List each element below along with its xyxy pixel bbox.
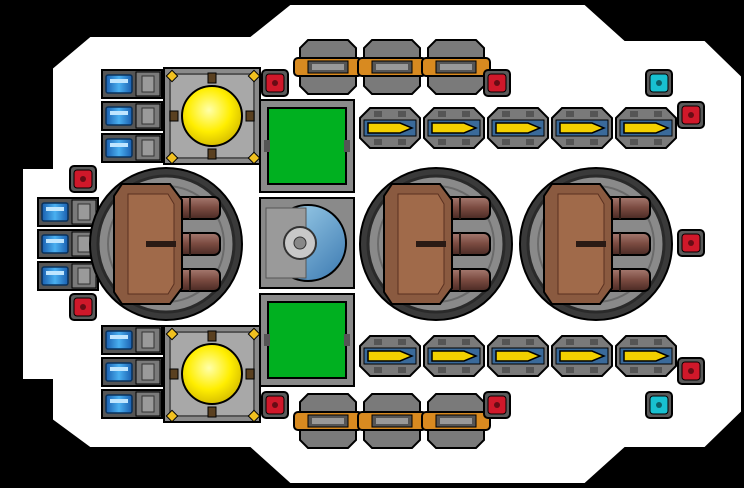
reactor-group bbox=[163, 67, 261, 423]
thruster-module[interactable] bbox=[37, 197, 99, 227]
thruster-module[interactable] bbox=[101, 325, 163, 355]
cyan-sensor-node[interactable] bbox=[645, 391, 673, 419]
missile-launcher-module[interactable] bbox=[359, 107, 421, 149]
missile-launcher-module[interactable] bbox=[359, 335, 421, 377]
thruster-module[interactable] bbox=[37, 229, 99, 259]
cannon-turret-module[interactable] bbox=[89, 167, 243, 321]
cockpit-group bbox=[259, 197, 355, 289]
red-shield-node[interactable] bbox=[261, 391, 289, 419]
red-shield-node[interactable] bbox=[677, 357, 705, 385]
thruster-group bbox=[37, 69, 163, 419]
missile-launcher-module[interactable] bbox=[615, 107, 677, 149]
cyan-sensor-node[interactable] bbox=[645, 69, 673, 97]
red-shield-node[interactable] bbox=[677, 101, 705, 129]
thruster-module[interactable] bbox=[37, 261, 99, 291]
red-shield-node[interactable] bbox=[483, 69, 511, 97]
cargo-group bbox=[259, 99, 355, 387]
railgun-group bbox=[293, 39, 491, 449]
node-group bbox=[69, 69, 705, 419]
cockpit-module[interactable] bbox=[259, 197, 355, 289]
red-shield-node[interactable] bbox=[483, 391, 511, 419]
cargo-bay-module[interactable] bbox=[259, 99, 355, 193]
thruster-module[interactable] bbox=[101, 101, 163, 131]
red-shield-node[interactable] bbox=[261, 69, 289, 97]
cannon-turret-module[interactable] bbox=[519, 167, 673, 321]
thruster-module[interactable] bbox=[101, 69, 163, 99]
turret-group bbox=[89, 167, 673, 321]
railgun-module[interactable] bbox=[421, 39, 491, 95]
cannon-turret-module[interactable] bbox=[359, 167, 513, 321]
missile-launcher-module[interactable] bbox=[551, 335, 613, 377]
missile-launcher-module[interactable] bbox=[487, 335, 549, 377]
missile-group bbox=[359, 107, 677, 377]
railgun-module[interactable] bbox=[357, 393, 427, 449]
red-shield-node[interactable] bbox=[69, 293, 97, 321]
missile-launcher-module[interactable] bbox=[423, 335, 485, 377]
missile-launcher-module[interactable] bbox=[615, 335, 677, 377]
reactor-module[interactable] bbox=[163, 67, 261, 165]
missile-launcher-module[interactable] bbox=[487, 107, 549, 149]
railgun-module[interactable] bbox=[293, 393, 363, 449]
red-shield-node[interactable] bbox=[677, 229, 705, 257]
missile-launcher-module[interactable] bbox=[551, 107, 613, 149]
thruster-module[interactable] bbox=[101, 133, 163, 163]
thruster-module[interactable] bbox=[101, 389, 163, 419]
railgun-module[interactable] bbox=[357, 39, 427, 95]
cargo-bay-module[interactable] bbox=[259, 293, 355, 387]
thruster-module[interactable] bbox=[101, 357, 163, 387]
red-shield-node[interactable] bbox=[69, 165, 97, 193]
reactor-module[interactable] bbox=[163, 325, 261, 423]
missile-launcher-module[interactable] bbox=[423, 107, 485, 149]
railgun-module[interactable] bbox=[293, 39, 363, 95]
railgun-module[interactable] bbox=[421, 393, 491, 449]
